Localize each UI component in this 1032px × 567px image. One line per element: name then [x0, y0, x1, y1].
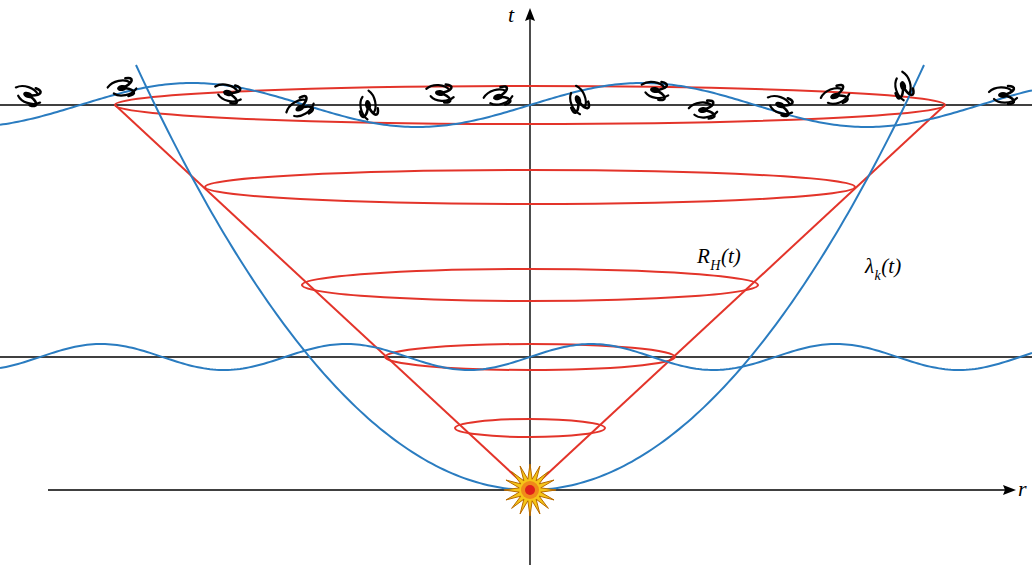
wavelength-parabola — [136, 65, 924, 490]
mode-wave — [0, 83, 1032, 127]
galaxy-symbol — [283, 93, 316, 123]
galaxy-symbol — [764, 92, 796, 118]
galaxy-symbol — [357, 90, 380, 121]
horizon-ellipse — [302, 269, 758, 301]
galaxy-symbol — [425, 83, 454, 103]
galaxy-symbol — [565, 84, 591, 116]
axis-label: t — [508, 4, 514, 26]
big-bang-core — [525, 485, 535, 495]
t-axis-arrow — [525, 8, 535, 21]
curve-label: λ — [865, 256, 874, 277]
galaxy-symbol — [12, 82, 44, 108]
curve-label-subscript: k — [875, 269, 881, 283]
galaxy-symbol — [640, 79, 671, 102]
curve-label: R — [697, 246, 710, 267]
big-bang-star — [504, 464, 556, 516]
horizon-ellipse — [205, 170, 855, 204]
galaxy-symbol — [482, 85, 514, 110]
galaxy-symbol — [891, 70, 916, 102]
galaxy-symbol — [688, 100, 717, 120]
galaxy-symbol — [107, 77, 138, 100]
galaxy-symbol — [819, 83, 851, 109]
galaxy-symbol — [989, 86, 1017, 104]
axis-label: r — [1018, 478, 1027, 500]
horizon-ellipse — [455, 419, 605, 437]
big-bang-glow — [521, 481, 539, 499]
mode-wave — [0, 344, 1032, 370]
curve-label: (t) — [721, 246, 741, 267]
curve-label: (t) — [881, 256, 901, 277]
horizon-cone-edge — [115, 105, 530, 490]
galaxy-symbol — [212, 81, 244, 106]
horizon-cone-edge — [530, 105, 945, 490]
time-slice-line — [0, 356, 1032, 358]
r-axis-arrow — [1003, 485, 1016, 495]
curve-label-subscript: H — [710, 259, 720, 273]
